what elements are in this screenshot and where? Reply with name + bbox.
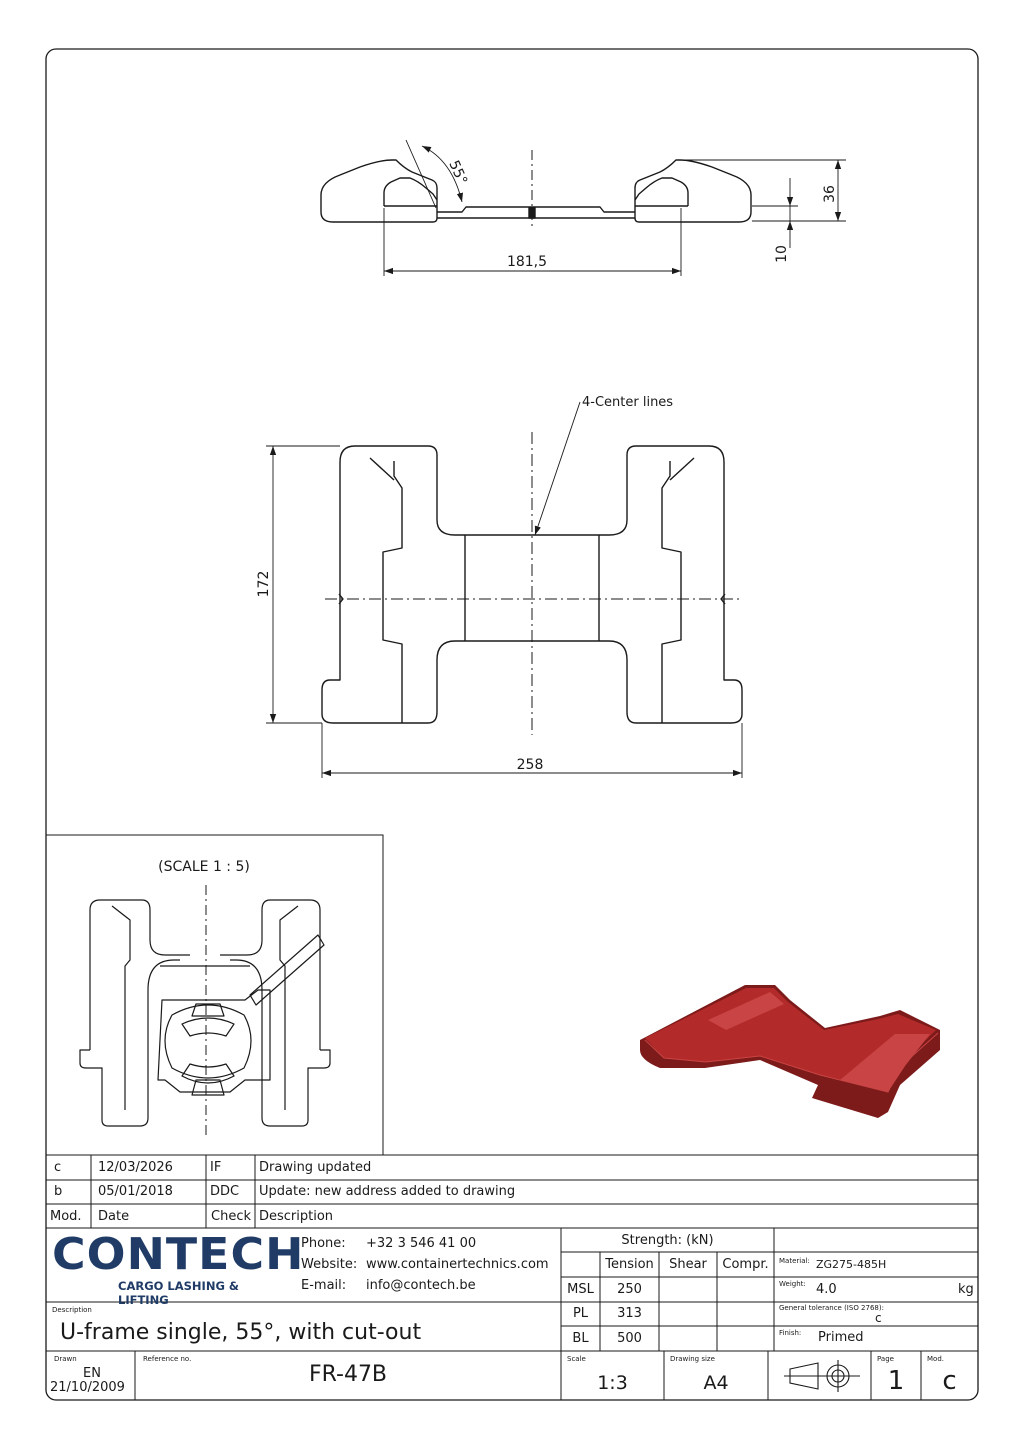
rev-row-b-date: 05/01/2018	[98, 1184, 173, 1199]
plan-centerlines	[325, 432, 742, 735]
rev-row-c-description: Drawing updated	[259, 1160, 372, 1175]
height-plan-label: 172	[256, 571, 272, 598]
height-dimension-plan	[266, 445, 340, 724]
strength-row-msl-tension: 250	[617, 1282, 642, 1297]
height-base-dimension	[752, 178, 798, 248]
drawn-label: Drawn	[54, 1355, 77, 1363]
rev-header-description: Description	[259, 1209, 334, 1224]
rev-header-mod: Mod.	[50, 1209, 82, 1224]
height-total-label: 36	[822, 185, 838, 203]
website-value: www.containertechnics.com	[366, 1257, 549, 1272]
strength-row-bl-label: BL	[572, 1331, 589, 1346]
description-label: Description	[52, 1306, 92, 1314]
rev-header-check: Check	[211, 1209, 251, 1224]
angle-label: 55°	[445, 158, 470, 187]
center-lines-callout: 4-Center lines	[582, 395, 673, 410]
weight-label: Weight:	[779, 1280, 806, 1288]
width-dimension-plan	[321, 723, 743, 778]
phone-label: Phone:	[301, 1236, 346, 1251]
strength-row-pl-label: PL	[572, 1306, 589, 1321]
strength-col-tension: Tension	[605, 1257, 654, 1272]
tolerance-label: General tolerance (ISO 2768):	[779, 1304, 884, 1312]
email-value: info@contech.be	[366, 1278, 476, 1293]
strength-row-pl-tension: 313	[617, 1306, 642, 1321]
rev-row-c-check: IF	[210, 1160, 222, 1175]
detail-scale-label: (SCALE 1 : 5)	[158, 859, 250, 875]
website-label: Website:	[301, 1257, 358, 1272]
strength-row-msl-label: MSL	[567, 1282, 594, 1297]
sheet-border	[45, 48, 979, 1401]
drawing-size-value: A4	[703, 1372, 729, 1394]
drawing-size-label: Drawing size	[670, 1355, 715, 1363]
page-label: Page	[877, 1355, 894, 1363]
finish-label: Finish:	[779, 1329, 802, 1337]
company-logo-name: CONTECH	[52, 1229, 305, 1280]
rev-row-b-check: DDC	[210, 1184, 240, 1199]
material-label: Material:	[779, 1257, 810, 1265]
height-total-dimension	[682, 159, 846, 222]
weight-value: 4.0	[816, 1282, 837, 1297]
plan-view	[321, 445, 743, 724]
angle-dimension	[405, 139, 463, 209]
strength-col-compr: Compr.	[722, 1257, 769, 1272]
strength-title: Strength: (kN)	[621, 1233, 714, 1248]
top-view	[320, 159, 752, 223]
title-block-grid	[46, 1154, 978, 1400]
rev-row-c-date: 12/03/2026	[98, 1160, 173, 1175]
drawn-by: EN	[83, 1366, 101, 1381]
material-value: ZG275-485H	[816, 1258, 887, 1271]
drawn-date: 21/10/2009	[50, 1380, 125, 1395]
description-text: U-frame single, 55°, with cut-out	[60, 1320, 422, 1345]
height-base-label: 10	[774, 245, 790, 263]
company-logo: CONTECH CARGO LASHING & LIFTING	[52, 1230, 303, 1308]
width-top-label: 181,5	[507, 254, 547, 270]
render-3d	[640, 985, 940, 1118]
projection-symbol-icon	[784, 1360, 860, 1392]
scale-label: Scale	[567, 1355, 586, 1363]
strength-col-shear: Shear	[669, 1257, 707, 1272]
rev-row-b-mod: b	[54, 1184, 63, 1199]
weight-unit: kg	[958, 1282, 974, 1297]
strength-row-bl-tension: 500	[617, 1331, 642, 1346]
phone-value: +32 3 546 41 00	[366, 1236, 477, 1251]
mod-label: Mod.	[927, 1355, 944, 1363]
email-label: E-mail:	[301, 1278, 347, 1293]
scale-value: 1:3	[597, 1372, 628, 1394]
reference-label: Reference no.	[143, 1355, 192, 1363]
detail-view	[79, 899, 331, 1127]
detail-view-frame	[45, 834, 384, 1156]
mod-value: c	[942, 1366, 957, 1396]
center-lines-leader	[534, 401, 581, 536]
width-dimension-top	[383, 208, 682, 276]
tolerance-value: c	[875, 1311, 882, 1325]
width-plan-label: 258	[517, 757, 544, 773]
rev-row-b-description: Update: new address added to drawing	[259, 1184, 516, 1199]
rev-header-date: Date	[98, 1209, 130, 1224]
finish-value: Primed	[818, 1330, 864, 1345]
company-logo-tagline: CARGO LASHING & LIFTING	[118, 1279, 239, 1307]
rev-row-c-mod: c	[54, 1160, 62, 1175]
page-value: 1	[887, 1366, 905, 1396]
reference-value: FR-47B	[308, 1362, 388, 1387]
